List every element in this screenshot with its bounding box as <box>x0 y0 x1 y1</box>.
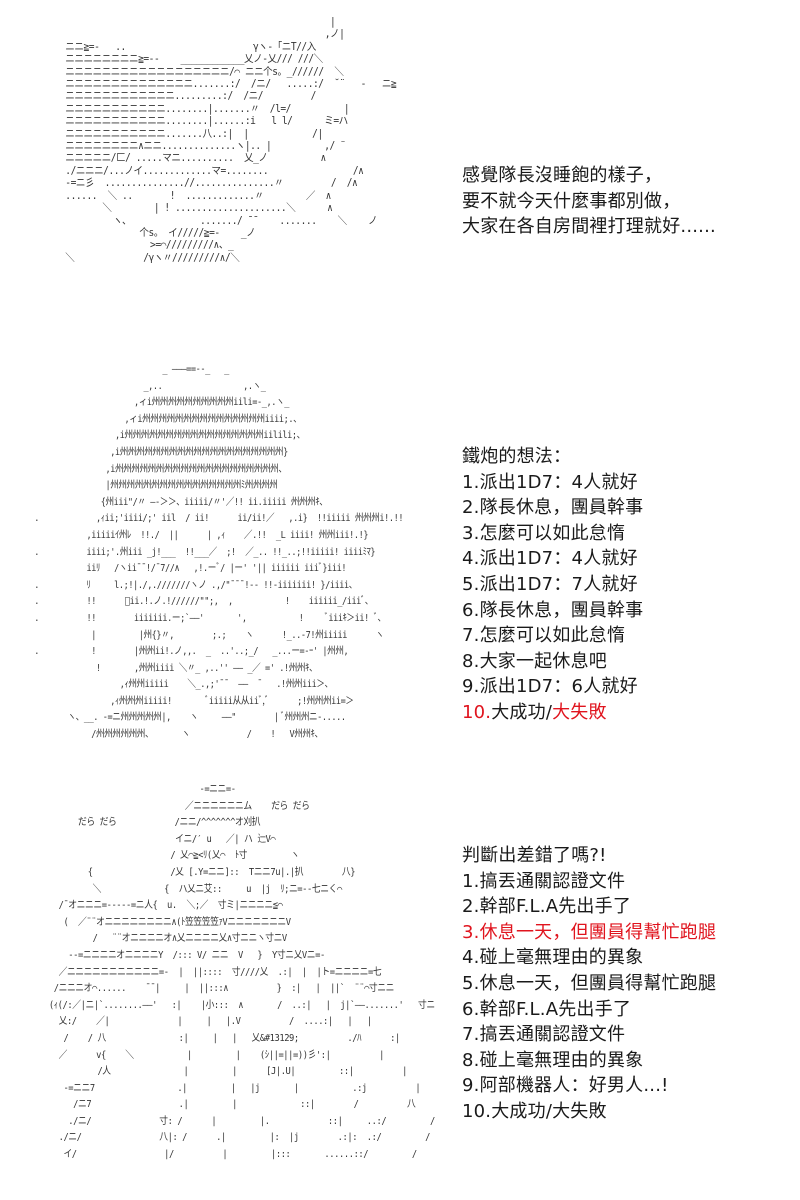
list-item: 4.派出1D7：4人就好 <box>462 548 638 570</box>
result-success: 大成功/ <box>491 701 553 723</box>
narration-line: 要不就今天什麼事都別做， <box>462 190 681 212</box>
list-item-selected: 3.休息一天，但團員得幫忙跑腿 <box>462 921 717 943</box>
list-item: 7.怎麼可以如此怠惰 <box>462 625 626 647</box>
result-failure-highlight: 大失敗 <box>552 701 607 723</box>
ascii-art-sleepy-captain: | ,ノ| ニニ≧=- .. γヽ-「ニT//入 ニニニニニニニニ≧=-- __… <box>65 16 397 264</box>
list-item: 8.碰上毫無理由的異象 <box>462 1049 644 1071</box>
list-item: 8.大家一起休息吧 <box>462 650 607 672</box>
list-item: 1.搞丟通關認證文件 <box>462 870 626 892</box>
list-item: 2.幹部F.L.A先出手了 <box>462 896 632 918</box>
list-item: 4.碰上毫無理由的異象 <box>462 947 644 969</box>
teppou-choices-list: 鐵炮的想法： 1.派出1D7：4人就好 2.隊長休息，團員幹事 3.怎麼可以如此… <box>462 444 643 726</box>
narration-line: 感覺隊長沒睡飽的樣子， <box>462 165 663 186</box>
narration-line: 大家在各自房間裡打理就好...... <box>462 216 716 238</box>
list-item: 5.派出1D7：7人就好 <box>462 573 638 595</box>
list-item: 7.搞丟通關認證文件 <box>462 1024 626 1046</box>
list-item-result: 10.大成功/大失敗 <box>462 700 643 726</box>
result-number: 10. <box>462 701 492 723</box>
list-title: 判斷出差錯了嗎?! <box>462 845 607 866</box>
list-item: 10.大成功/大失敗 <box>462 1100 607 1122</box>
ascii-art-teppou-character: _ ―――==‐‐_ _ _,.. ,.ヽ_ ,ィi州州州州州州州州州州iili… <box>34 364 404 741</box>
list-item: 9.派出1D7：6人就好 <box>462 676 638 698</box>
ascii-art-lazy-group: -=ニニ=- ／ニニニニニニム だら だら だら だら /ニニ/^^^^^^^オ… <box>48 784 435 1161</box>
narration-text-block-1: 感覺隊長沒睡飽的樣子， 要不就今天什麼事都別做， 大家在各自房間裡打理就好...… <box>462 163 716 240</box>
list-item: 2.隊長休息，團員幹事 <box>462 497 644 519</box>
list-item: 6.幹部F.L.A先出手了 <box>462 998 632 1020</box>
list-item: 3.怎麼可以如此怠惰 <box>462 522 626 544</box>
list-item: 5.休息一天，但團員得幫忙跑腿 <box>462 972 717 994</box>
list-item: 6.隊長休息，團員幹事 <box>462 599 644 621</box>
judgment-choices-list: 判斷出差錯了嗎?! 1.搞丟通關認證文件 2.幹部F.L.A先出手了 3.休息一… <box>462 843 716 1125</box>
list-title: 鐵炮的想法： <box>462 446 572 467</box>
list-item: 9.阿部機器人：好男人...! <box>462 1075 669 1097</box>
list-item: 1.派出1D7：4人就好 <box>462 471 638 493</box>
